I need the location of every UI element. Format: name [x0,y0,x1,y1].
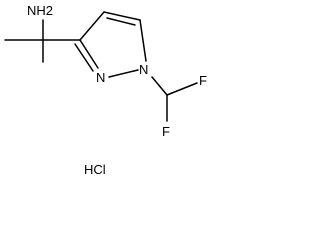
atom-label-group: NH2 N N F F [27,3,207,139]
pyrazole-n-substituted-label: N [139,62,148,77]
bond-c5-n1 [139,19,147,62]
chemical-structure-diagram: NH2 N N F F HCl [4,3,207,177]
fluorine-top-label: F [199,73,207,88]
pyrazole-n-imine-label: N [96,70,105,85]
bond-n1-n2 [108,69,139,78]
bond-c4-c5-double [106,17,136,26]
amine-label: NH2 [27,3,53,18]
bond-n1-chf2 [151,76,168,96]
bond-c-f-top [166,82,198,96]
bond-n2-c3 [79,39,99,69]
bond-c3-c4 [79,11,105,41]
bond-n2-c3-double [74,43,94,72]
fluorine-bottom-label: F [162,124,170,139]
hydrochloride-label: HCl [84,162,106,177]
bond-c4-c5 [103,11,141,21]
bond-group [4,11,198,122]
